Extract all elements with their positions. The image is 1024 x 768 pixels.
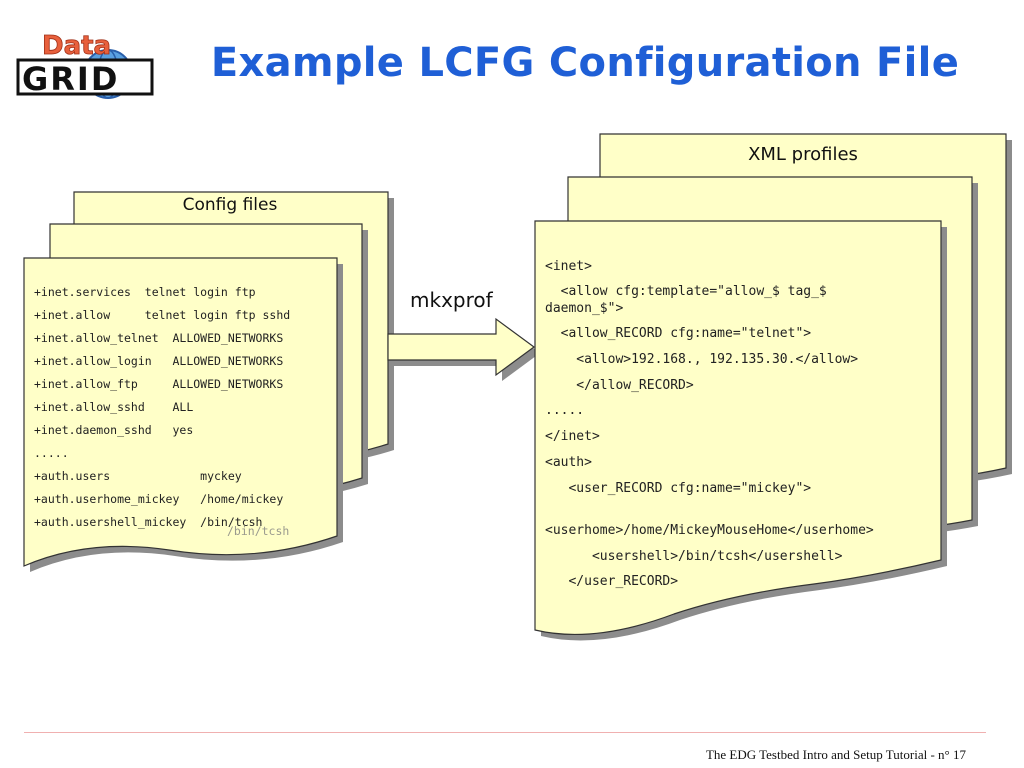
config-line: +auth.users myckey <box>34 469 242 483</box>
xml-line: </inet> <box>545 429 600 444</box>
xml-sheet-front <box>534 220 947 641</box>
xml-line: <usershell>/bin/tcsh</usershell> <box>545 549 843 564</box>
xml-line: <allow cfg:template="allow_$ tag_$ <box>545 284 827 299</box>
xml-line: <userhome>/home/MickeyMouseHome</userhom… <box>545 523 874 538</box>
config-line: +inet.allow_sshd ALL <box>34 400 194 414</box>
config-line: +inet.allow_ftp ALLOWED_NETWORKS <box>34 377 284 391</box>
xml-line: <user_RECORD cfg:name="mickey"> <box>545 481 812 496</box>
config-line: +auth.userhome_mickey /home/mickey <box>34 492 284 506</box>
mkxprof-label: mkxprof <box>410 288 493 312</box>
config-line: +inet.allow_telnet ALLOWED_NETWORKS <box>34 331 284 345</box>
datagrid-logo: Data GRID <box>16 32 154 99</box>
config-line: +auth.usershell_mickey /bin/tcsh <box>34 515 263 529</box>
footer-text: The EDG Testbed Intro and Setup Tutorial… <box>705 747 966 762</box>
config-files-label: Config files <box>182 195 278 215</box>
logo-bottom-text: GRID <box>22 60 119 98</box>
xml-line: ..... <box>545 403 585 418</box>
config-line: +inet.daemon_sshd yes <box>34 423 194 437</box>
xml-line: daemon_$"> <box>545 301 624 316</box>
xml-line: <allow_RECORD cfg:name="telnet"> <box>545 326 812 341</box>
mkxprof-arrow <box>387 317 540 381</box>
config-line: +inet.allow_login ALLOWED_NETWORKS <box>34 354 284 368</box>
xml-line: <inet> <box>545 259 592 274</box>
xml-profiles-label: XML profiles <box>748 144 858 165</box>
logo-top-text: Data <box>42 32 111 61</box>
xml-line: <allow>192.168., 192.135.30.</allow> <box>545 352 859 367</box>
footer-divider <box>24 732 986 733</box>
config-line: +inet.services telnet login ftp <box>34 285 256 299</box>
config-sheet-front <box>23 257 343 572</box>
config-line: +inet.allow telnet login ftp sshd <box>34 308 291 322</box>
xml-line: <auth> <box>545 455 592 470</box>
xml-line: </allow_RECORD> <box>545 378 694 393</box>
config-ghost-text: /bin/tcsh <box>227 524 290 538</box>
xml-line: </user_RECORD> <box>545 574 679 589</box>
config-line: ..... <box>34 446 69 460</box>
page-title: Example LCFG Configuration File <box>210 40 960 86</box>
